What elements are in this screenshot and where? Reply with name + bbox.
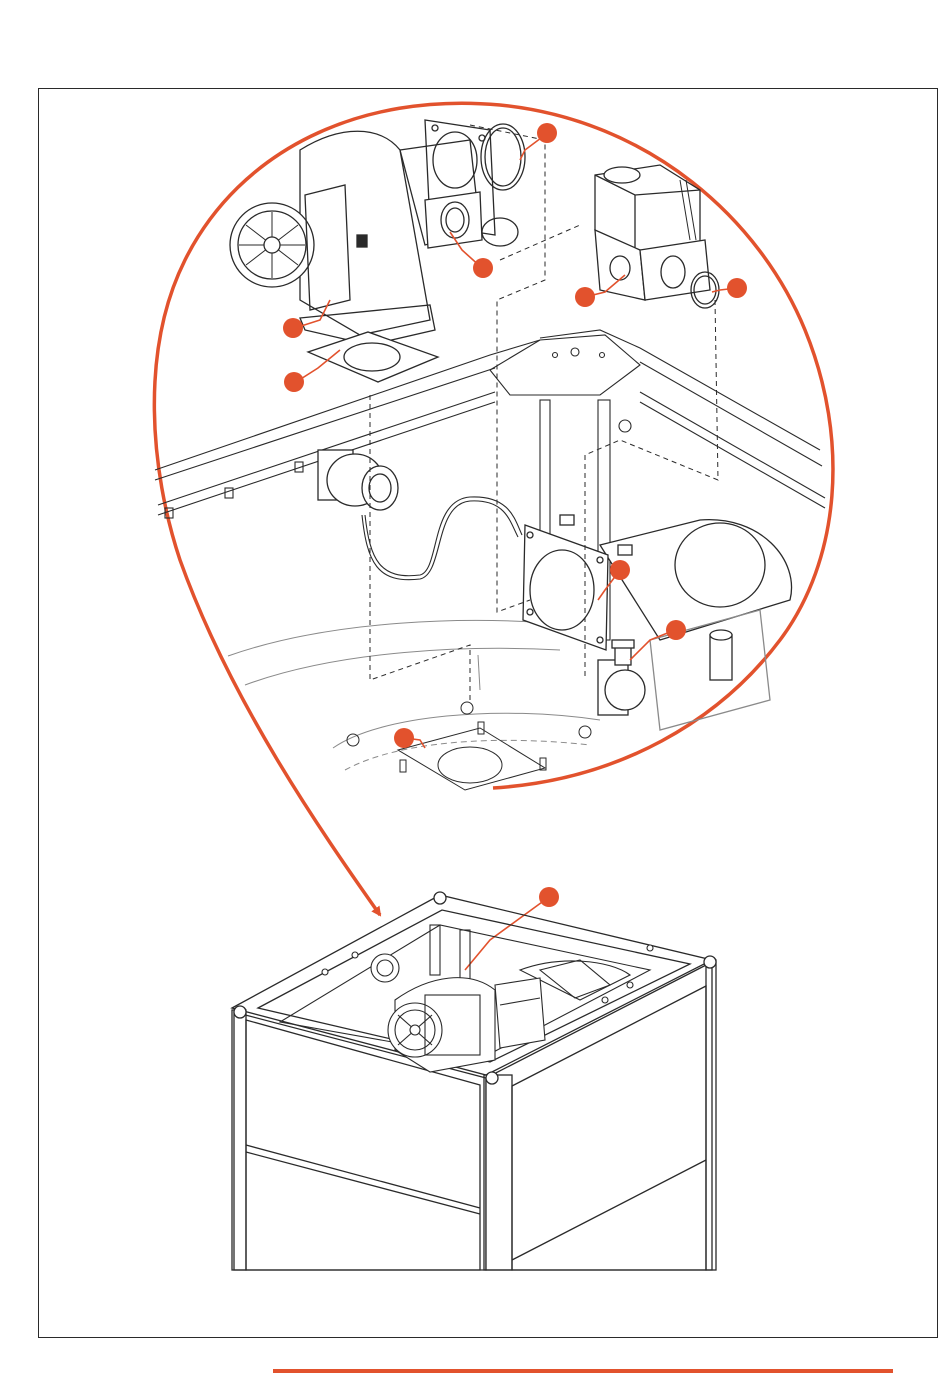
o-ring-top [481,124,525,190]
callout-7 [610,560,630,580]
gas-valve-detail [595,165,719,308]
footer-accent-rule [273,1369,893,1373]
sensor-with-cable [318,450,522,580]
callout-9 [394,728,414,748]
callout-6 [284,372,304,392]
callout-4 [727,278,747,298]
flue-pipe-detail [523,515,792,650]
fan-gasket [308,332,438,382]
callout-5 [283,318,303,338]
callout-8 [666,620,686,640]
combustion-chamber-detail [228,620,600,790]
callout-1 [537,123,557,143]
callout-2 [473,258,493,278]
callout-10 [539,887,559,907]
boiler-cabinet [232,892,716,1270]
flange-plate [425,192,518,248]
callout-3 [575,287,595,307]
